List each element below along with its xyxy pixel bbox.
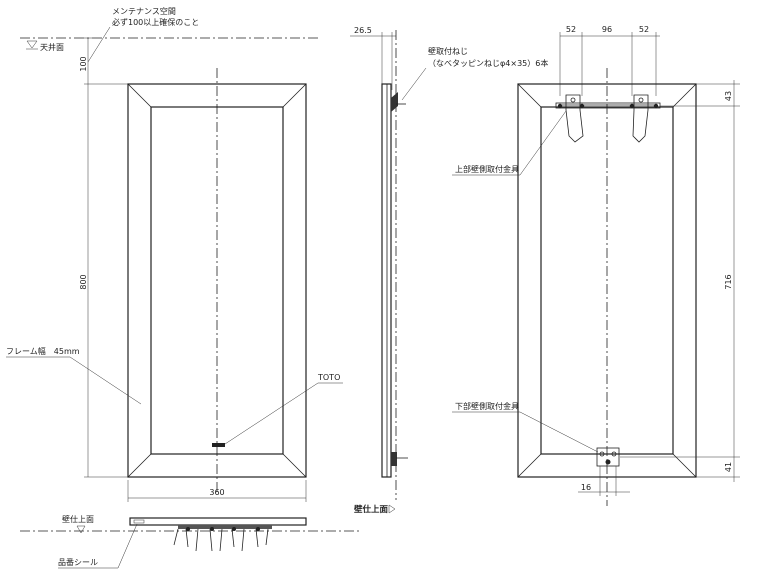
dim-mirror-height: 800 — [79, 274, 88, 289]
mirror-bottom-view — [129, 517, 307, 526]
wall-finish-side-marker-icon — [388, 504, 396, 514]
logo-label: TOTO — [317, 373, 340, 382]
bracket-screws-bottom-view — [173, 525, 272, 552]
mirror-side-profile — [381, 83, 392, 478]
frame-width-label: フレーム幅 45mm — [6, 346, 80, 356]
side-upper-bracket — [391, 92, 398, 112]
logo-leader — [224, 382, 319, 445]
screw-leader — [401, 67, 427, 101]
lower-bracket-leader — [519, 411, 599, 453]
dim-bottom-bracket: 41 — [724, 462, 733, 472]
wall-finish-marker-icon — [76, 525, 86, 534]
wall-finish-label-side: 壁仕上面 — [354, 504, 389, 515]
ceiling-label: 天井面 — [40, 42, 64, 52]
screw-note-line1: 壁取付ねじ — [428, 46, 468, 56]
front-view: 天井面 メンテナンス空間 必ず100以上確保のこと 100 800 TOTO フ… — [6, 6, 360, 569]
upper-bracket-leader — [519, 110, 567, 176]
frame-width-leader — [69, 356, 142, 405]
dim-bracket-span: 716 — [724, 274, 733, 289]
lower-bracket-label: 下部壁側取付金具 — [455, 401, 519, 411]
dim-top-clearance: 100 — [79, 56, 88, 71]
dim-bottom-width: 16 — [581, 483, 591, 492]
screw-note-line2: （なべタッピンねじφ4×35）6本 — [428, 58, 548, 68]
dim-center-spacing: 96 — [602, 25, 612, 34]
label-seal-label: 品番シール — [58, 557, 98, 567]
lower-wall-bracket — [596, 447, 620, 467]
dim-mirror-width: 360 — [209, 488, 224, 497]
ceiling-marker-icon — [26, 40, 38, 49]
maintenance-note-line1: メンテナンス空間 — [112, 6, 176, 16]
toto-logo-plate — [212, 443, 225, 447]
upper-bracket-label: 上部壁側取付金具 — [455, 164, 519, 174]
dim-left-offset: 52 — [566, 25, 576, 34]
side-lower-bracket — [391, 452, 397, 466]
dim-depth: 26.5 — [354, 26, 372, 35]
dim-top-bracket: 43 — [724, 91, 733, 101]
back-view: 52 96 52 43 716 — [452, 25, 740, 506]
side-view: 26.5 壁取付ねじ （なべタッピンねじφ4×35）6本 壁仕上面 — [350, 26, 548, 515]
label-seal-plate — [133, 519, 145, 524]
maintenance-note-line2: 必ず100以上確保のこと — [112, 17, 199, 27]
maintenance-leader — [87, 26, 111, 63]
upper-wall-bracket — [555, 94, 661, 143]
wall-finish-label-front: 壁仕上面 — [62, 514, 94, 524]
dim-right-offset: 52 — [639, 25, 649, 34]
label-seal-leader — [117, 523, 138, 569]
